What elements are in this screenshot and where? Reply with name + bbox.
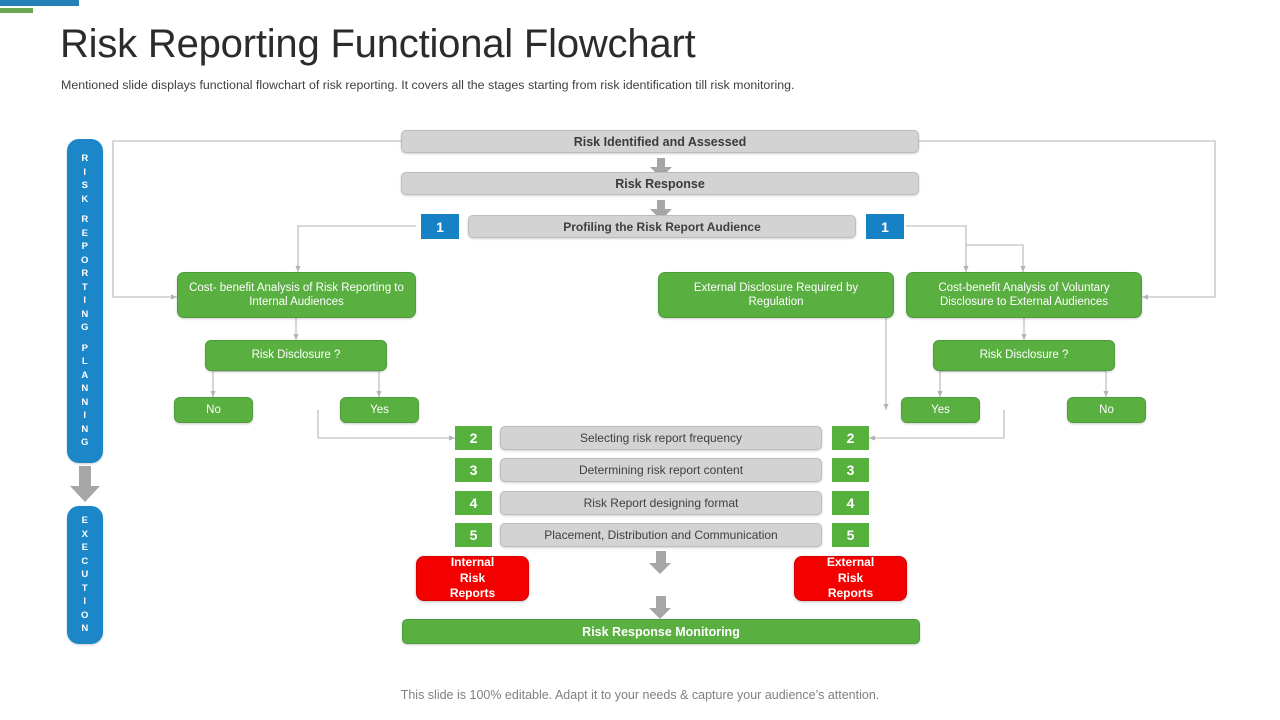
external-report-line-2: Risk bbox=[837, 570, 864, 585]
step-selecting-frequency[interactable]: Selecting risk report frequency bbox=[500, 426, 822, 450]
badge-step-3-left[interactable]: 3 bbox=[455, 458, 492, 482]
decor-bar-blue bbox=[0, 0, 79, 6]
badge-profiling-left[interactable]: 1 bbox=[421, 214, 459, 239]
footer-note: This slide is 100% editable. Adapt it to… bbox=[400, 688, 880, 702]
badge-profiling-right[interactable]: 1 bbox=[866, 214, 904, 239]
badge-step-2-right[interactable]: 2 bbox=[832, 426, 869, 450]
internal-report-line-2: Risk bbox=[459, 570, 486, 585]
box-cost-benefit-internal[interactable]: Cost- benefit Analysis of Risk Reporting… bbox=[177, 272, 416, 318]
sidebar-item-execution[interactable]: E X E C U T I O N bbox=[67, 506, 103, 644]
internal-report-line-3: Reports bbox=[449, 586, 496, 601]
answer-yes-left[interactable]: Yes bbox=[340, 397, 419, 423]
external-report-line-3: Reports bbox=[827, 586, 874, 601]
badge-step-2-left[interactable]: 2 bbox=[455, 426, 492, 450]
question-risk-disclosure-right[interactable]: Risk Disclosure ? bbox=[933, 340, 1115, 371]
answer-no-left[interactable]: No bbox=[174, 397, 253, 423]
badge-step-4-right[interactable]: 4 bbox=[832, 491, 869, 515]
badge-step-5-right[interactable]: 5 bbox=[832, 523, 869, 547]
step-placement-distribution[interactable]: Placement, Distribution and Communicatio… bbox=[500, 523, 822, 547]
badge-step-5-left[interactable]: 5 bbox=[455, 523, 492, 547]
question-risk-disclosure-left[interactable]: Risk Disclosure ? bbox=[205, 340, 387, 371]
sidebar-execution-char: E bbox=[81, 515, 89, 527]
answer-no-right[interactable]: No bbox=[1067, 397, 1146, 423]
decor-bar-green bbox=[0, 8, 33, 13]
step-risk-identified[interactable]: Risk Identified and Assessed bbox=[401, 130, 919, 153]
output-external-risk-reports[interactable]: External Risk Reports bbox=[794, 555, 907, 601]
internal-report-line-1: Internal bbox=[450, 555, 495, 570]
sidebar-planning-char: R bbox=[81, 153, 89, 165]
page-title: Risk Reporting Functional Flowchart bbox=[60, 22, 696, 66]
step-risk-response[interactable]: Risk Response bbox=[401, 172, 919, 195]
step-designing-format[interactable]: Risk Report designing format bbox=[500, 491, 822, 515]
box-cost-benefit-voluntary[interactable]: Cost-benefit Analysis of Voluntary Discl… bbox=[906, 272, 1142, 318]
step-profiling-audience[interactable]: Profiling the Risk Report Audience bbox=[468, 215, 856, 238]
output-internal-risk-reports[interactable]: Internal Risk Reports bbox=[416, 555, 529, 601]
step-determining-content[interactable]: Determining risk report content bbox=[500, 458, 822, 482]
step-risk-response-monitoring[interactable]: Risk Response Monitoring bbox=[402, 619, 920, 644]
page-subtitle: Mentioned slide displays functional flow… bbox=[61, 78, 795, 92]
sidebar-item-planning[interactable]: R I S K R E P O R T I N G P L A N N I N … bbox=[67, 139, 103, 463]
answer-yes-right[interactable]: Yes bbox=[901, 397, 980, 423]
external-report-line-1: External bbox=[826, 555, 875, 570]
badge-step-3-right[interactable]: 3 bbox=[832, 458, 869, 482]
badge-step-4-left[interactable]: 4 bbox=[455, 491, 492, 515]
box-external-disclosure-regulation[interactable]: External Disclosure Required by Regulati… bbox=[658, 272, 894, 318]
